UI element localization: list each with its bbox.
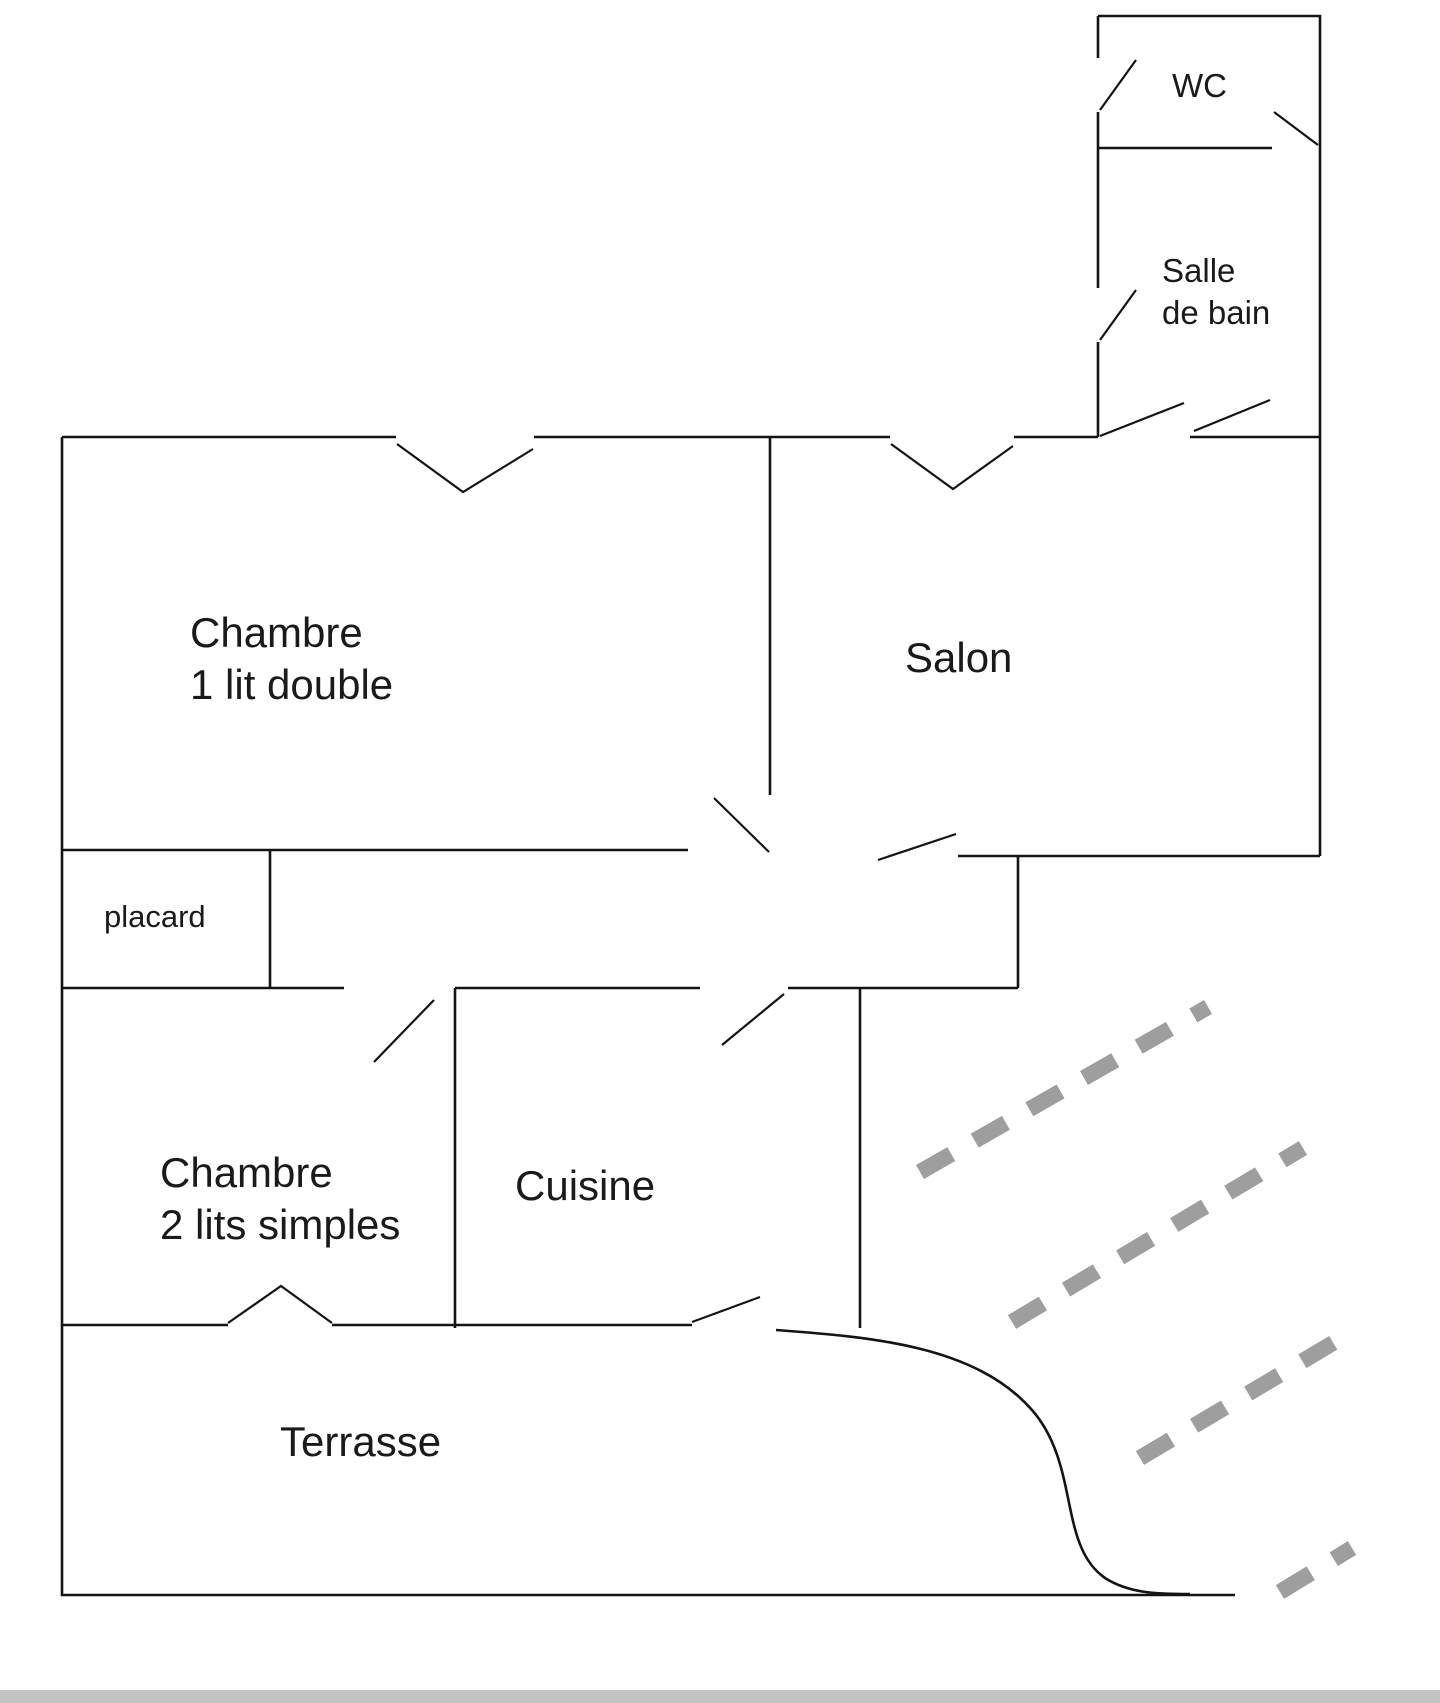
stairs-indicator (916, 1000, 1357, 1599)
walls-interior (62, 437, 1320, 1328)
wall-segment (1096, 14, 1322, 856)
room-label-salle-de-bain-line1: Salle (1162, 252, 1235, 289)
salon-window-mark (890, 443, 1014, 491)
bathroom-door-swing (1099, 289, 1137, 341)
room-labels: WC Salle de bain Chambre 1 lit double Sa… (104, 67, 1270, 1465)
stair-dash-line (1275, 1541, 1357, 1599)
wall-segment (60, 435, 1320, 1597)
bathroom-entry-swing-left (1099, 401, 1185, 438)
chambre2-door-swing (373, 999, 435, 1063)
room-label-chambre1-line1: Chambre (190, 609, 363, 656)
room-label-placard: placard (104, 899, 206, 934)
room-label-wc: WC (1172, 67, 1227, 104)
cuisine-door-swing (721, 993, 785, 1046)
chambre1-door-swing (713, 797, 770, 853)
room-label-terrasse: Terrasse (280, 1418, 441, 1465)
cuisine-terrace-door-swing (691, 1295, 761, 1324)
terrace-curve (775, 1328, 1191, 1596)
room-label-salle-de-bain-line2: de bain (1162, 294, 1270, 331)
room-label-cuisine: Cuisine (515, 1162, 655, 1209)
walls-bathroom-column (1096, 14, 1322, 856)
chambre2-terrace-door-mark (227, 1284, 333, 1324)
wc-right-door-swing (1273, 111, 1319, 146)
walls-outline (60, 435, 1320, 1597)
wc-door-swing (1099, 59, 1137, 111)
door-swings (227, 59, 1319, 1324)
room-label-chambre2-line2: 2 lits simples (160, 1201, 400, 1248)
stair-dash-line (1007, 1141, 1308, 1329)
stair-dash-line (916, 1000, 1212, 1179)
wall-segment (62, 437, 1320, 1328)
room-label-salon: Salon (905, 634, 1012, 681)
stair-dash-line (1135, 1333, 1343, 1465)
room-label-chambre2-line1: Chambre (160, 1149, 333, 1196)
bathroom-entry-swing-right (1193, 398, 1271, 433)
chambre1-window-mark (396, 443, 534, 494)
room-label-chambre1-line2: 1 lit double (190, 661, 393, 708)
salon-door-swing (877, 832, 957, 862)
horizontal-scrollbar[interactable] (0, 1690, 1440, 1703)
